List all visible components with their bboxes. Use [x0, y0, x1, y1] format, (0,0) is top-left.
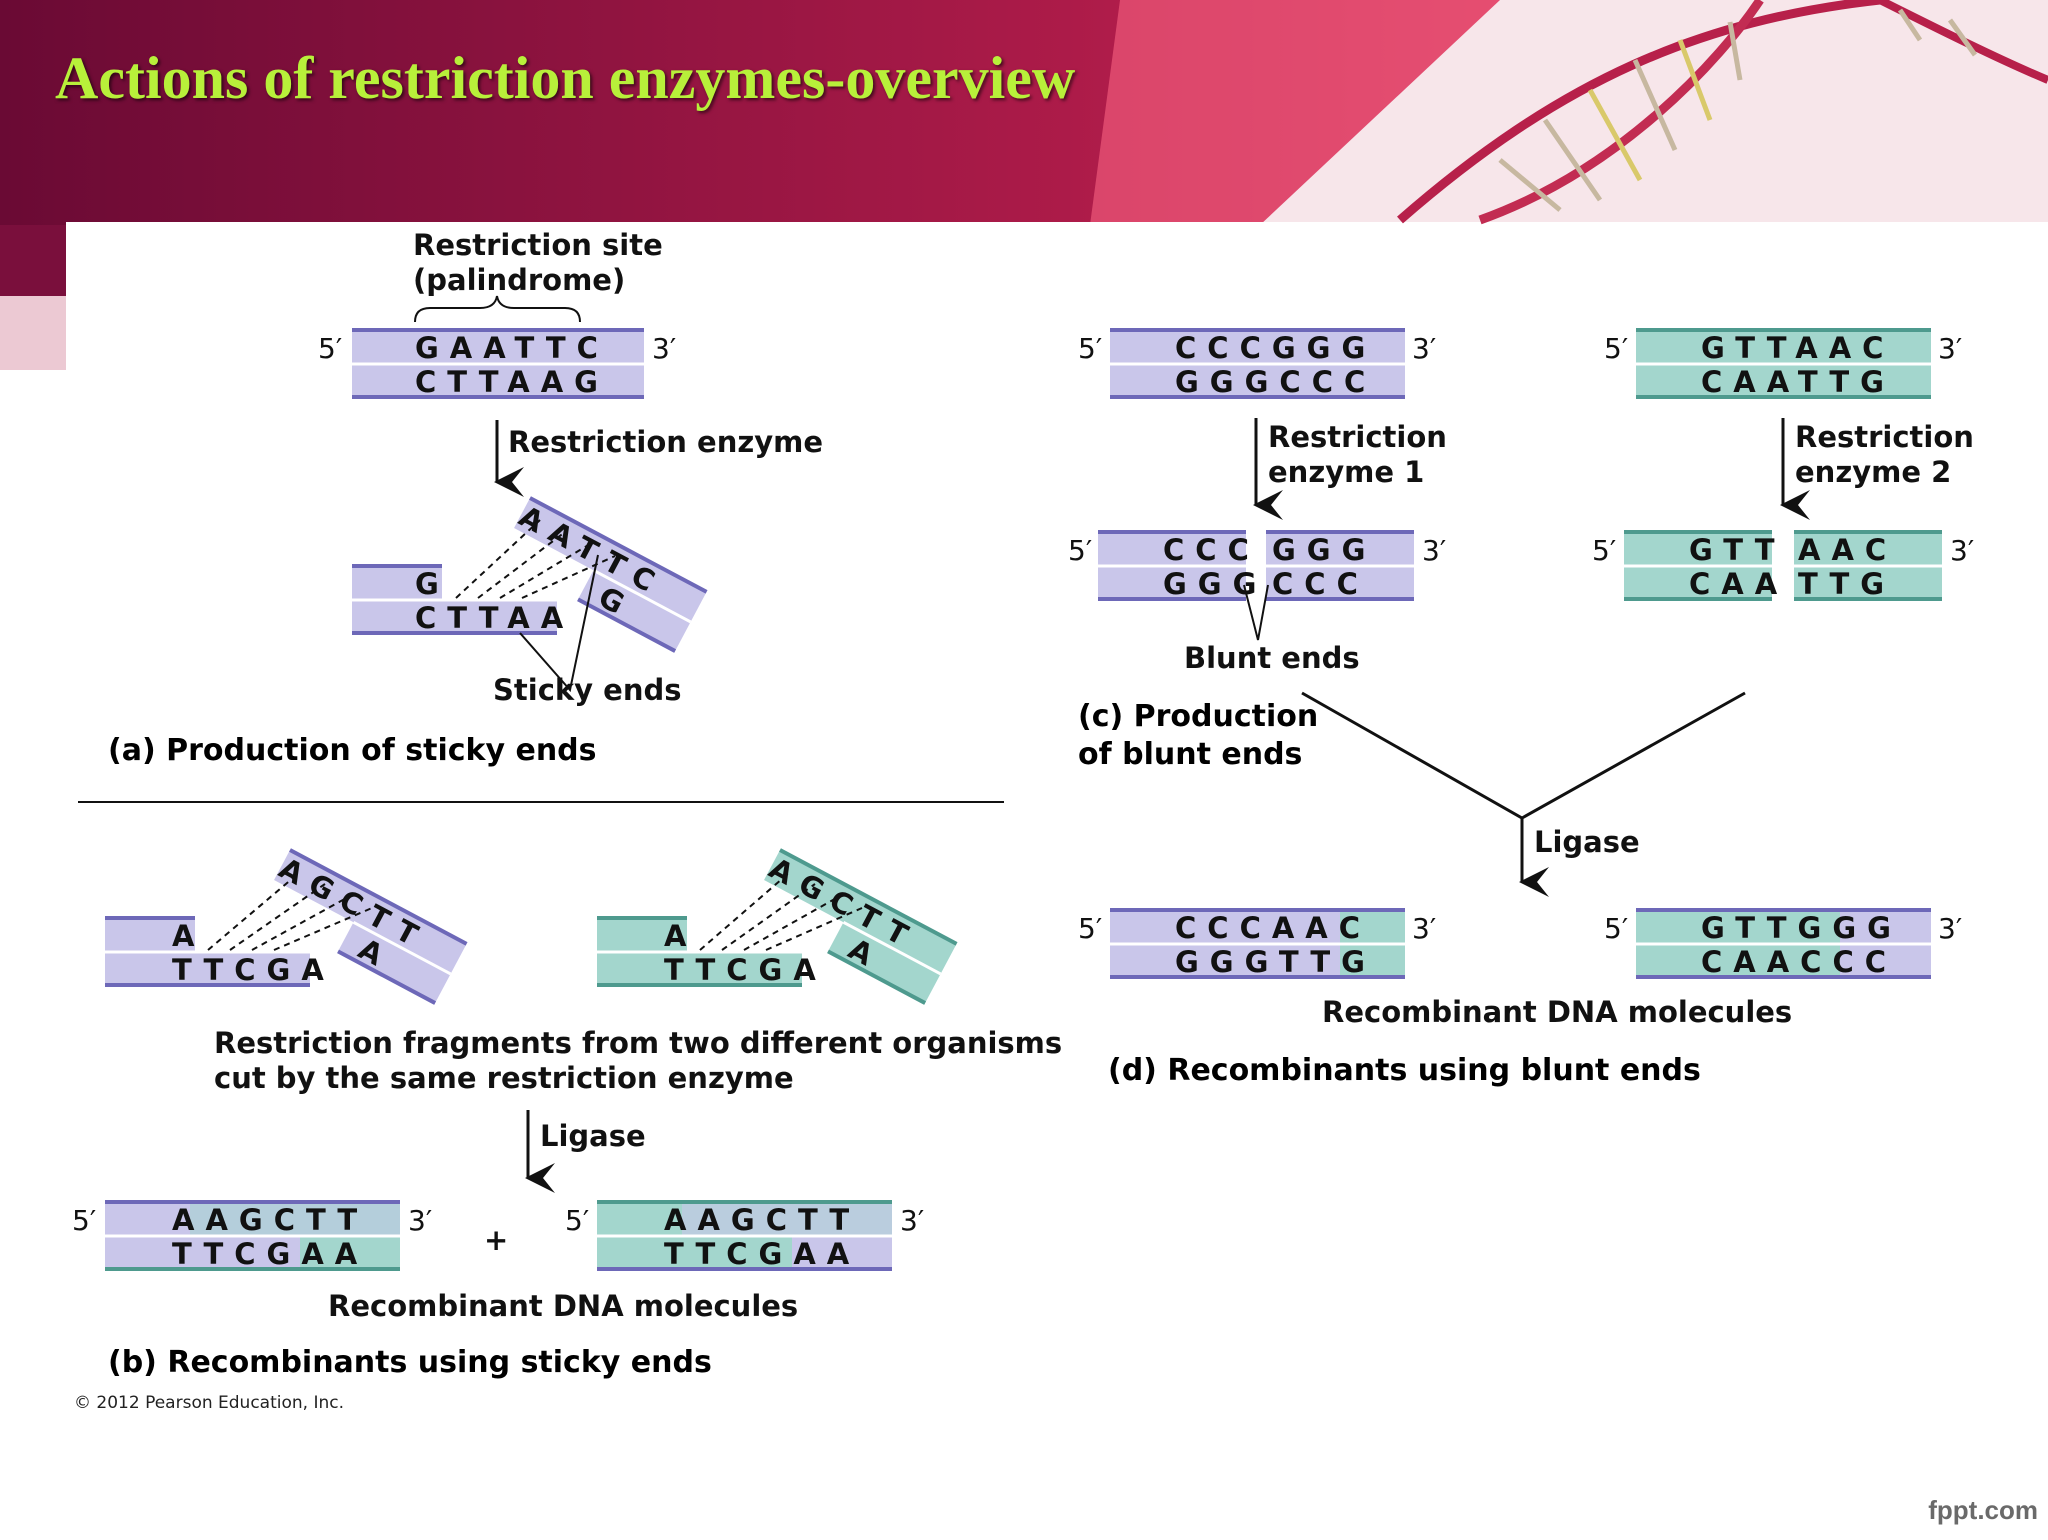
- seq-c2-cut-bottom-left: CAA: [1689, 567, 1788, 601]
- caption-c-line1: (c) Production: [1078, 699, 1318, 734]
- seq-d1-bottom: GGGTTG: [1175, 945, 1376, 979]
- recombinant-b1: AAGCTT TTCGAA 5′ 3′: [72, 1200, 432, 1271]
- panel-d: Ligase CCCAAC GGGTTG 5′ 3′ GTTGGG CAACCC…: [1078, 691, 1962, 1088]
- three-prime-label: 3′: [1422, 534, 1446, 567]
- seq-a-left-top: G: [415, 567, 450, 601]
- palindrome-label: (palindrome): [413, 263, 625, 297]
- dna-fragment-c2-left: GTT CAA: [1624, 530, 1788, 601]
- restriction-enzyme-label: Restriction enzyme: [508, 425, 823, 459]
- seq-b-rec1-top: AAGCTT: [172, 1203, 368, 1237]
- seq-b-rec1-bottom: TTCGAA: [172, 1237, 368, 1271]
- seq-d1-top: CCCAAC: [1175, 911, 1371, 945]
- three-prime-label: 3′: [1412, 332, 1436, 365]
- blunt-ends-label: Blunt ends: [1184, 641, 1360, 675]
- dna-strand-a-original: GAATTC CTTAAG 5′ 3′: [318, 328, 676, 399]
- restriction-site-label: Restriction site: [413, 228, 663, 262]
- slide-title: Actions of restriction enzymes-overview: [55, 45, 1076, 111]
- caption-a: (a) Production of sticky ends: [108, 733, 597, 768]
- fragments-label-line2: cut by the same restriction enzyme: [214, 1061, 794, 1095]
- dna-fragment-c2-right: AAC TTG 5′ 3′: [1592, 530, 1974, 601]
- five-prime-label: 5′: [1604, 912, 1628, 945]
- sticky-end-dashes-a: [455, 519, 616, 599]
- seq-b1-left-bottom: TTCGA: [172, 953, 335, 987]
- ligase-label-b: Ligase: [540, 1119, 646, 1153]
- seq-a-top: GAATTC: [415, 331, 609, 365]
- dna-fragment-c1-left: CCC GGG: [1098, 530, 1267, 601]
- seq-c1-cut-top-left: CCC: [1163, 533, 1260, 567]
- three-prime-label: 3′: [1938, 912, 1962, 945]
- three-prime-label: 3′: [1950, 534, 1974, 567]
- three-prime-label: 3′: [408, 1204, 432, 1237]
- ligase-label-d: Ligase: [1534, 825, 1640, 859]
- seq-c1-top: CCCGGG: [1175, 331, 1376, 365]
- ligation-convergence-lines: [1301, 691, 1746, 820]
- enzyme-2-label-line2: enzyme 2: [1795, 455, 1951, 489]
- five-prime-label: 5′: [1078, 912, 1102, 945]
- recombinant-label-d: Recombinant DNA molecules: [1322, 995, 1792, 1029]
- blunt-ends-pointer: [1243, 584, 1269, 641]
- five-prime-label: 5′: [1078, 332, 1102, 365]
- panel-a: Restriction site (palindrome) GAATTC CTT…: [108, 228, 823, 768]
- seq-b1-left-top: A: [172, 919, 205, 953]
- palindrome-bracket: [414, 295, 581, 323]
- seq-b2-left-bottom: TTCGA: [664, 953, 827, 987]
- enzyme-1-label-line2: enzyme 1: [1268, 455, 1424, 489]
- dna-fragment-b2-left: A TTCGA: [597, 916, 827, 987]
- five-prime-label: 5′: [565, 1204, 589, 1237]
- dna-strand-c2-original: GTTAAC CAATTG 5′ 3′: [1604, 328, 1962, 399]
- seq-c1-cut-top-right: GGG: [1272, 533, 1376, 567]
- dna-helix-icon: [1397, 0, 2048, 225]
- plus-sign: +: [484, 1223, 508, 1257]
- seq-c2-cut-top-right: AAC: [1798, 533, 1897, 567]
- sticky-ends-label: Sticky ends: [493, 673, 682, 707]
- seq-b-rec2-bottom: TTCGAA: [664, 1237, 860, 1271]
- three-prime-label: 3′: [900, 1204, 924, 1237]
- three-prime-label: 3′: [1938, 332, 1962, 365]
- caption-d: (d) Recombinants using blunt ends: [1108, 1053, 1701, 1088]
- recombinant-d2: GTTGGG CAACCC 5′ 3′: [1604, 908, 1962, 979]
- three-prime-label: 3′: [652, 332, 676, 365]
- seq-b-rec2-top: AAGCTT: [664, 1203, 860, 1237]
- caption-c-line2: of blunt ends: [1078, 737, 1302, 772]
- sticky-ends-pointer: [519, 554, 599, 693]
- seq-c1-cut-bottom-left: GGG: [1163, 567, 1267, 601]
- copyright: © 2012 Pearson Education, Inc.: [74, 1393, 344, 1413]
- dna-fragment-c1-right: GGG CCC 5′ 3′: [1068, 530, 1446, 601]
- five-prime-label: 5′: [1604, 332, 1628, 365]
- seq-a-left-bottom: CTTAA: [415, 601, 574, 635]
- five-prime-label: 5′: [318, 332, 342, 365]
- recombinant-label-b: Recombinant DNA molecules: [328, 1289, 798, 1323]
- sticky-end-dashes-b2: [699, 871, 863, 951]
- seq-c2-cut-top-left: GTT: [1689, 533, 1786, 567]
- enzyme-2-label-line1: Restriction: [1795, 420, 1974, 454]
- five-prime-label: 5′: [1592, 534, 1616, 567]
- panel-b: A TTCGA AGCTT A A TTCGA: [72, 848, 1062, 1413]
- footer-brand: fppt.com: [1928, 1495, 2038, 1525]
- dna-fragment-a-left: G CTTAA: [352, 564, 574, 635]
- three-prime-label: 3′: [1412, 912, 1436, 945]
- recombinant-d1: CCCAAC GGGTTG 5′ 3′: [1078, 908, 1436, 979]
- caption-b: (b) Recombinants using sticky ends: [108, 1345, 712, 1380]
- recombinant-b2: AAGCTT TTCGAA 5′ 3′: [565, 1200, 924, 1271]
- panel-c: CCCGGG GGGCCC 5′ 3′ Restriction enzyme 1…: [1068, 328, 1974, 772]
- dna-fragment-b1-left: A TTCGA: [105, 916, 335, 987]
- seq-b2-left-top: A: [664, 919, 697, 953]
- seq-d2-top: GTTGGG: [1701, 911, 1902, 945]
- seq-c1-bottom: GGGCCC: [1175, 365, 1376, 399]
- fragments-label-line1: Restriction fragments from two different…: [214, 1026, 1062, 1060]
- seq-a-bottom: CTTAAG: [415, 365, 609, 399]
- seq-c1-cut-bottom-right: CCC: [1272, 567, 1369, 601]
- five-prime-label: 5′: [72, 1204, 96, 1237]
- seq-c2-top: GTTAAC: [1701, 331, 1894, 365]
- seq-c2-cut-bottom-right: TTG: [1798, 567, 1895, 601]
- sticky-end-dashes-b1: [207, 871, 373, 951]
- five-prime-label: 5′: [1068, 534, 1092, 567]
- dna-strand-c1-original: CCCGGG GGGCCC 5′ 3′: [1078, 328, 1436, 399]
- seq-d2-bottom: CAACCC: [1701, 945, 1897, 979]
- enzyme-1-label-line1: Restriction: [1268, 420, 1447, 454]
- seq-c2-bottom: CAATTG: [1701, 365, 1895, 399]
